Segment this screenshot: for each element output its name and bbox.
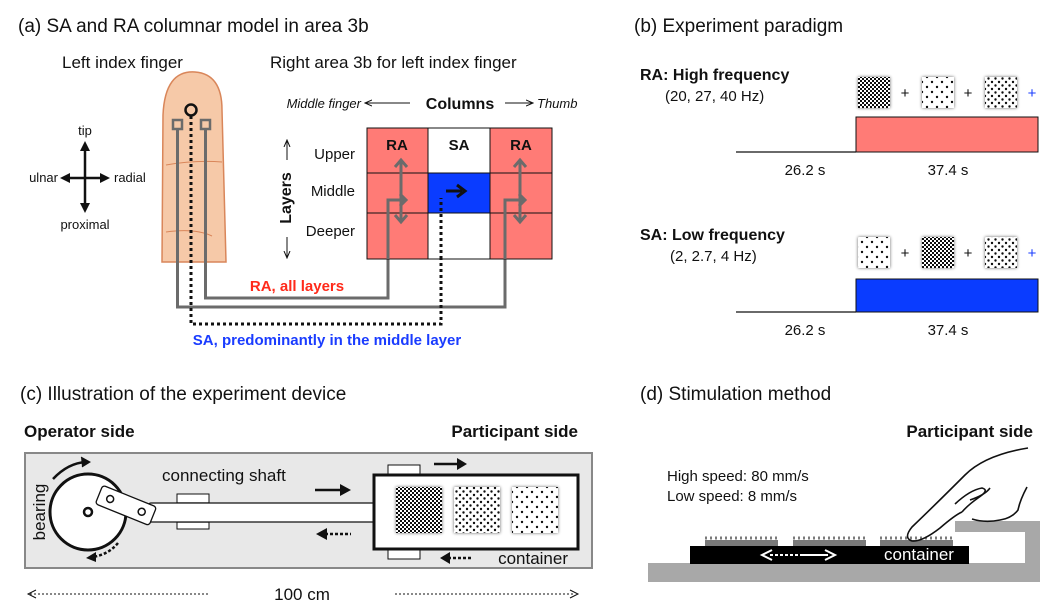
- panel-b-title: (b) Experiment paradigm: [634, 16, 843, 37]
- block-ra-freqs: (20, 27, 40 Hz): [665, 88, 764, 105]
- length-label: 100 cm: [274, 585, 330, 604]
- area-label: Right area 3b for left index finger: [270, 53, 517, 72]
- plus-sign: +: [964, 245, 973, 262]
- columns-axis-right-label: Thumb: [537, 96, 577, 111]
- finger-illustration: [161, 71, 227, 263]
- compass-tip-label: tip: [78, 123, 92, 138]
- connecting-shaft: [95, 485, 394, 530]
- container: [372, 464, 580, 560]
- stimulus-medium-icon: [985, 77, 1017, 108]
- finger-label: Left index finger: [62, 53, 183, 72]
- finger-rest: [955, 521, 1040, 563]
- stimulation-block-ra: [855, 116, 1039, 153]
- panel-c-title: (c) Illustration of the experiment devic…: [20, 384, 346, 405]
- device-base-side: [648, 563, 1040, 582]
- sa-arrow-icon: [446, 183, 468, 199]
- bearing-label: bearing: [30, 484, 49, 541]
- ra-caption: RA, all layers: [250, 278, 344, 295]
- participant-side-label: Participant side: [451, 422, 578, 441]
- row-label-upper: Upper: [314, 146, 355, 163]
- stimulus-sparse-icon: [858, 237, 890, 268]
- panel-c: (c) Illustration of the experiment devic…: [20, 384, 593, 604]
- panel-a: (a) SA and RA columnar model in area 3b …: [18, 16, 577, 349]
- col-header-ra-right: RA: [510, 137, 532, 154]
- direction-compass-icon: [60, 141, 110, 213]
- block-sa-name: SA: Low frequency: [640, 227, 785, 244]
- container-backward-arrow-icon: [440, 552, 472, 564]
- paradigm-block-ra: RA: High frequency (20, 27, 40 Hz) + + +…: [640, 67, 1039, 179]
- plus-sign: +: [964, 85, 973, 102]
- plus-sign-blue: +: [1028, 85, 1037, 102]
- container-label: container: [498, 549, 568, 568]
- row-label-deeper: Deeper: [306, 223, 355, 240]
- container-label-d: container: [884, 545, 954, 564]
- stim-duration: 37.4 s: [928, 322, 969, 339]
- plus-sign-blue: +: [1028, 245, 1037, 262]
- compass-ulnar-label: ulnar: [29, 170, 59, 185]
- bidirectional-arrow-icon: [759, 549, 838, 561]
- panel-d: (d) Stimulation method Participant side …: [640, 384, 1040, 582]
- stimulus-medium-icon: [985, 237, 1017, 268]
- panel-a-title: (a) SA and RA columnar model in area 3b: [18, 16, 369, 37]
- shaft-label: connecting shaft: [162, 466, 286, 485]
- stimulus-sparse-icon: [512, 487, 558, 533]
- stimulus-sparse-icon: [922, 77, 954, 108]
- row-label-middle: Middle: [311, 183, 355, 200]
- operator-side-label: Operator side: [24, 422, 135, 441]
- layers-axis-label: Layers: [278, 172, 295, 224]
- stimulus-pads: [705, 536, 953, 548]
- participant-side-label-d: Participant side: [906, 422, 1033, 441]
- backward-arrow-icon: [316, 528, 351, 540]
- plus-sign: +: [901, 85, 910, 102]
- dimension-arrows: [26, 589, 580, 599]
- stimulus-dense-icon: [396, 487, 442, 533]
- sa-middle-cell: [427, 172, 491, 214]
- col-header-sa: SA: [449, 137, 470, 154]
- block-ra-name: RA: High frequency: [640, 67, 789, 84]
- compass-radial-label: radial: [114, 170, 146, 185]
- panel-b: (b) Experiment paradigm RA: High frequen…: [634, 16, 1039, 339]
- container-bar: [690, 546, 969, 564]
- block-sa-freqs: (2, 2.7, 4 Hz): [670, 248, 757, 265]
- stimulus-dense-icon: [922, 237, 954, 268]
- sa-caption: SA, predominantly in the middle layer: [193, 332, 462, 349]
- low-speed-label: Low speed: 8 mm/s: [667, 488, 797, 505]
- columns-axis-left-label: Middle finger: [287, 96, 362, 111]
- compass-proximal-label: proximal: [60, 217, 109, 232]
- high-speed-label: High speed: 80 mm/s: [667, 468, 809, 485]
- forward-arrow-icon: [315, 484, 351, 496]
- paradigm-block-sa: SA: Low frequency (2, 2.7, 4 Hz) + + + 2…: [640, 227, 1039, 339]
- col-header-ra-left: RA: [386, 137, 408, 154]
- panel-d-title: (d) Stimulation method: [640, 384, 831, 405]
- hand-illustration: [906, 447, 1029, 542]
- columns-axis-label: Columns: [426, 96, 495, 113]
- container-forward-arrow-icon: [434, 458, 467, 470]
- plus-sign: +: [901, 245, 910, 262]
- rest-duration: 26.2 s: [785, 162, 826, 179]
- stimulation-block-sa: [855, 278, 1039, 313]
- stimulus-dense-icon: [858, 77, 890, 108]
- stim-duration: 37.4 s: [928, 162, 969, 179]
- stimulus-medium-icon: [454, 487, 500, 533]
- rest-duration: 26.2 s: [785, 322, 826, 339]
